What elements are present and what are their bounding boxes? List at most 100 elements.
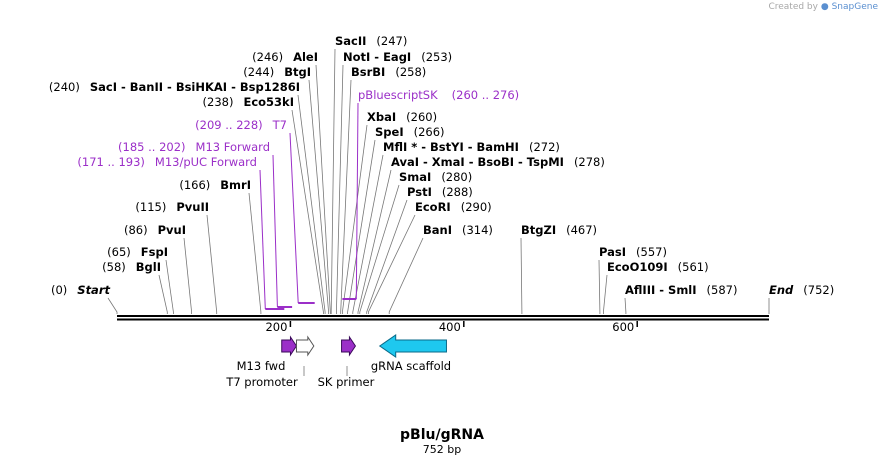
site-position-sacii: (247) (376, 34, 407, 48)
site-position-pvuii: (115) (135, 200, 166, 214)
site-name-afliii: AflIII - SmlI (625, 283, 697, 297)
site-bani[interactable]: BanI(314) (423, 223, 493, 237)
leader-line-bmri (248, 192, 262, 314)
snapgene-logo-icon: ● (820, 2, 829, 12)
site-leader-lines (107, 48, 770, 314)
site-position-ecoo109i: (561) (678, 260, 709, 274)
site-sacii[interactable]: SacII(247) (335, 34, 407, 48)
feature-arrow-grna-scaffold[interactable] (378, 334, 447, 358)
site-position-saci: (240) (49, 80, 80, 94)
leader-line-saci (297, 94, 326, 314)
leader-line-psti (366, 199, 408, 314)
feature-arrow-m13-fwd[interactable] (281, 335, 298, 357)
site-name-saci: SacI - BanII - BsiHKAI - Bsp1286I (90, 80, 300, 94)
site-name-avai: AvaI - XmaI - BsoBI - TspMI (391, 155, 564, 169)
site-position-end: (752) (803, 283, 834, 297)
site-position-btgzi: (467) (566, 223, 597, 237)
leader-line-start (107, 297, 118, 314)
site-name-ecoo109i: EcoO109I (607, 260, 668, 274)
site-bsrbi[interactable]: BsrBI(258) (351, 65, 426, 79)
site-name-noti: NotI - EagI (343, 50, 411, 64)
primer-binding-bars (265, 298, 357, 310)
leader-line-btgi (308, 79, 329, 314)
tick-200-label: 200 (265, 320, 287, 334)
tick-400-label: 400 (439, 320, 461, 334)
primer-name-m13-forward: M13 Forward (196, 140, 270, 154)
primer-leader-pbluescriptsk (355, 102, 359, 300)
site-name-start: Start (77, 283, 110, 297)
site-saci[interactable]: SacI - BanII - BsiHKAI - Bsp1286I (240) (49, 80, 300, 94)
primer-leader-t7 (289, 132, 299, 304)
site-pvuii[interactable]: PvuII (115) (135, 200, 209, 214)
leader-line-eco53ki (291, 109, 324, 314)
site-pvui[interactable]: PvuI(86) (124, 223, 186, 237)
map-length: 752 bp (423, 443, 461, 456)
site-position-mfli: (272) (529, 140, 560, 154)
site-name-eco53ki: Eco53kI (243, 95, 294, 109)
site-position-avai: (278) (574, 155, 605, 169)
site-eco53ki[interactable]: Eco53kI (238) (203, 95, 294, 109)
site-bgli[interactable]: BglI (58) (102, 260, 161, 274)
site-fspi[interactable]: FspI(65) (107, 245, 168, 259)
primer-m13-puc-forward[interactable]: M13/pUC Forward(171 .. 193) (77, 155, 257, 169)
leader-line-ecoo109i (603, 274, 608, 314)
site-name-btgzi: BtgZI (521, 223, 556, 237)
watermark-prefix: Created by (768, 2, 818, 12)
site-avai[interactable]: AvaI - XmaI - BsoBI - TspMI (278) (391, 155, 605, 169)
primer-name-t7: T7 (272, 118, 287, 132)
site-position-start: (0) (51, 283, 67, 297)
watermark-brand: SnapGene (831, 2, 878, 12)
leader-line-noti (336, 64, 344, 314)
snapgene-watermark: Created by ● SnapGene (768, 2, 878, 12)
site-position-pvui: (86) (124, 223, 148, 237)
primer-range-m13-forward: (185 .. 202) (118, 140, 186, 154)
site-noti[interactable]: NotI - EagI(253) (343, 50, 452, 64)
site-name-pvuii: PvuII (176, 200, 209, 214)
site-name-end: End (769, 283, 794, 297)
site-position-bgli: (58) (102, 260, 126, 274)
feature-arrow-t7-promoter[interactable] (295, 335, 315, 357)
site-start[interactable]: Start (0) (51, 283, 111, 297)
site-ecori[interactable]: EcoRI(290) (415, 200, 492, 214)
leader-line-fspi (165, 259, 174, 314)
site-name-spei: SpeI (375, 125, 404, 139)
site-name-xbai: XbaI (367, 110, 396, 124)
primer-t7[interactable]: T7(209 .. 228) (195, 118, 287, 132)
site-name-pasi: PasI (599, 245, 626, 259)
site-spei[interactable]: SpeI (266) (375, 125, 445, 139)
site-position-alei: (246) (252, 50, 283, 64)
site-position-afliii: (587) (707, 283, 738, 297)
site-name-bani: BanI (423, 223, 452, 237)
site-position-eco53ki: (238) (203, 95, 234, 109)
site-name-btgi: BtgI (284, 65, 311, 79)
feature-label-sk-primer: SK primer (318, 375, 375, 389)
site-position-spei: (266) (414, 125, 445, 139)
site-pasi[interactable]: PasI(557) (599, 245, 667, 259)
site-psti[interactable]: PstI(288) (407, 185, 473, 199)
site-name-smai: SmaI (399, 170, 431, 184)
site-ecoo109i[interactable]: EcoO109I (561) (607, 260, 709, 274)
feature-label-t7-promoter: T7 promoter (225, 375, 298, 389)
site-mfli[interactable]: MflI * - BstYI - BamHI(272) (383, 140, 560, 154)
primer-m13-forward[interactable]: M13 Forward (185 .. 202) (118, 140, 270, 154)
site-name-bgli: BglI (136, 260, 161, 274)
site-afliii[interactable]: AflIII - SmlI (587) (625, 283, 737, 297)
primer-range-m13-puc-forward: (171 .. 193) (77, 155, 145, 169)
scale-ticks: 200 400 600 (265, 320, 638, 334)
site-bmri[interactable]: BmrI(166) (179, 178, 251, 192)
primer-range-pbluescriptsk: (260 .. 276) (452, 88, 520, 102)
tick-600-label: 600 (612, 320, 634, 334)
site-btgzi[interactable]: BtgZI (467) (521, 223, 597, 237)
feature-label-m13-fwd: M13 fwd (237, 359, 286, 373)
site-alei[interactable]: AleI(246) (252, 50, 318, 64)
site-end[interactable]: End (752) (769, 283, 834, 297)
leader-line-sacii (330, 48, 336, 314)
site-smai[interactable]: SmaI (280) (399, 170, 472, 184)
leader-line-afliii (624, 297, 627, 314)
primer-pbluescriptsk[interactable]: pBluescriptSK(260 .. 276) (358, 88, 519, 102)
site-xbai[interactable]: XbaI(260) (367, 110, 437, 124)
site-position-smai: (280) (441, 170, 472, 184)
feature-arrow-sk-primer[interactable] (341, 335, 357, 357)
site-btgi[interactable]: BtgI(244) (243, 65, 311, 79)
